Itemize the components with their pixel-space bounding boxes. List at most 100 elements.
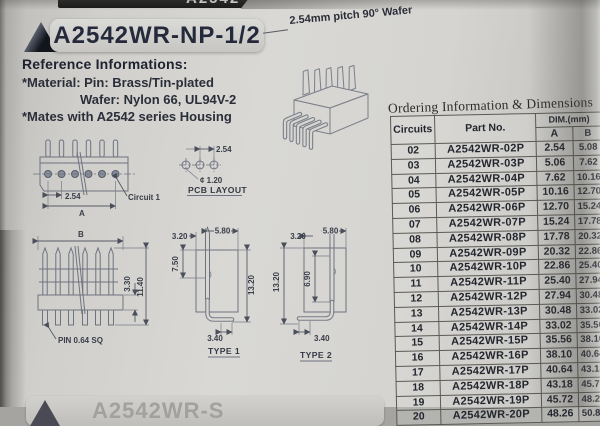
circuits-cell: 10 bbox=[393, 261, 438, 278]
type1-dim-320: 3.20 bbox=[172, 232, 188, 241]
dim-b-cell: 43.18 bbox=[577, 361, 600, 378]
wafer-top-view: 2.54 A Circuit 1 bbox=[33, 139, 161, 218]
circuits-cell: 15 bbox=[395, 335, 440, 352]
type2-dim-580: 5.80 bbox=[323, 227, 339, 236]
part-no-cell: A2542WR-19P bbox=[440, 392, 542, 410]
circuits-cell: 03 bbox=[391, 158, 436, 175]
dim-b-cell: 10.16 bbox=[573, 169, 600, 186]
dim-a-cell: 33.02 bbox=[539, 318, 578, 334]
part-no-cell: A2542WR-14P bbox=[438, 318, 541, 336]
circuits-cell: 16 bbox=[395, 350, 440, 367]
dim-a-cell: 35.56 bbox=[540, 332, 578, 349]
circuits-cell: 05 bbox=[392, 187, 437, 204]
dim-b-cell: 38.10 bbox=[577, 332, 600, 348]
part-no-cell: A2542WR-13P bbox=[438, 304, 540, 322]
dim-a-cell: 12.70 bbox=[537, 199, 575, 216]
circuits-cell: 11 bbox=[393, 276, 439, 293]
wafer-front-view: B 3.30 11.40 PIN 0.64 SQ bbox=[32, 230, 149, 345]
type2-dim-340: 3.40 bbox=[314, 334, 330, 343]
technical-drawings: 2.54 A Circuit 1 2.54 ¢ 1.20 PCB LAYOUT bbox=[32, 139, 347, 362]
dim-a-label: A bbox=[79, 209, 85, 218]
dim-a-cell: 10.16 bbox=[536, 185, 575, 201]
type1-dim-580: 5.80 bbox=[215, 227, 231, 236]
circuits-cell: 18 bbox=[396, 380, 441, 396]
dim-b-cell: 35.56 bbox=[576, 317, 600, 333]
circuits-cell: 02 bbox=[391, 143, 436, 160]
circuits-cell: 08 bbox=[392, 232, 438, 249]
type2-dim-690: 6.90 bbox=[303, 271, 312, 287]
part-no-cell: A2542WR-07P bbox=[436, 215, 538, 233]
dim-b-cell: 12.70 bbox=[573, 184, 600, 200]
dim-a-cell: 30.48 bbox=[539, 303, 577, 319]
dim-b-cell: 5.08 bbox=[573, 140, 600, 156]
part-title-banner: A2542WR-NP-1/2 bbox=[50, 19, 264, 52]
dim-a-cell: 15.24 bbox=[537, 214, 575, 231]
part-no-cell: A2542WR-17P bbox=[439, 363, 542, 381]
dim-a-cell: 40.64 bbox=[540, 362, 579, 379]
previous-section-title: A2542-S bbox=[186, 0, 248, 8]
title-leader-line bbox=[263, 29, 288, 35]
part-no-cell: A2542WR-06P bbox=[436, 200, 538, 218]
dim-b-cell: 50.80 bbox=[578, 406, 600, 422]
part-no-cell: A2542WR-18P bbox=[440, 378, 542, 396]
pcb-layout-view: 2.54 ¢ 1.20 PCB LAYOUT bbox=[179, 145, 247, 196]
dim-b-cell: 7.62 bbox=[573, 154, 600, 171]
circuits-cell: 09 bbox=[393, 247, 438, 263]
reference-line-wafer: Wafer: Nylon 66, UL94V-2 bbox=[80, 92, 237, 107]
part-no-cell: A2542WR-04P bbox=[435, 171, 537, 188]
reference-line-mates: *Mates with A2542 series Housing bbox=[22, 109, 232, 124]
pcb-hole-label: ¢ 1.20 bbox=[200, 176, 223, 185]
type1-dim-750: 7.50 bbox=[171, 256, 180, 272]
circuits-cell: 12 bbox=[394, 291, 439, 308]
dim-b-cell: 33.02 bbox=[576, 302, 600, 319]
circuits-cell: 19 bbox=[396, 395, 441, 411]
dim-b-cell: 30.48 bbox=[576, 287, 600, 304]
type1-view: 5.80 3.20 7.50 13.20 3.40 TYPE 1 bbox=[171, 226, 256, 358]
dim-b-cell: 17.78 bbox=[574, 214, 600, 230]
circuits-cell: 13 bbox=[394, 306, 439, 323]
dim-a-cell: 2.54 bbox=[536, 140, 574, 157]
type1-caption: TYPE 1 bbox=[208, 346, 240, 356]
col-dim-a: A bbox=[535, 126, 574, 142]
dim-b-cell: 22.86 bbox=[575, 243, 600, 260]
col-dim-b: B bbox=[572, 126, 600, 141]
type2-dim-320: 3.20 bbox=[290, 232, 306, 241]
dim-b-cell: 25.40 bbox=[575, 258, 600, 274]
part-no-cell: A2542WR-20P bbox=[440, 407, 542, 425]
part-no-cell: A2542WR-10P bbox=[437, 259, 539, 277]
dim-a-cell: 25.40 bbox=[538, 273, 577, 290]
circuits-cell: 20 bbox=[396, 409, 441, 426]
part-title: A2542WR-NP-1/2 bbox=[53, 21, 261, 49]
part-no-cell: A2542WR-09P bbox=[437, 245, 539, 262]
part-no-cell: A2542WR-08P bbox=[436, 230, 539, 248]
table-row: 20 A2542WR-20P 48.26 50.80 bbox=[396, 406, 600, 426]
dim-b-cell: 27.94 bbox=[575, 273, 600, 289]
previous-section-banner: A2542-S bbox=[58, 0, 248, 8]
circuit1-label: Circuit 1 bbox=[128, 193, 161, 202]
reference-line-material: *Material: Pin: Brass/Tin-plated bbox=[22, 75, 214, 90]
dim-a-cell: 20.32 bbox=[538, 244, 576, 260]
dim-b-cell: 20.32 bbox=[574, 228, 600, 245]
dim-b-cell: 40.64 bbox=[577, 347, 600, 363]
dim-b-label: B bbox=[78, 230, 84, 239]
dim-a-cell: 17.78 bbox=[537, 229, 576, 246]
ordering-table: Circuits Part No. DIM.(mm) A B 02 A2542W… bbox=[390, 111, 600, 426]
dim-a-cell: 45.72 bbox=[541, 392, 579, 408]
dim-a-cell: 7.62 bbox=[536, 170, 574, 186]
type2-view: 5.80 3.20 13.20 6.90 3.40 TYPE 2 bbox=[272, 226, 347, 362]
part-no-cell: A2542WR-11P bbox=[437, 274, 540, 292]
pcb-pitch-label: 2.54 bbox=[216, 145, 232, 154]
dim-a-cell: 27.94 bbox=[539, 288, 577, 305]
circuits-cell: 17 bbox=[395, 365, 441, 382]
dim-a-cell: 22.86 bbox=[538, 259, 576, 275]
dim-330-label: 3.30 bbox=[123, 276, 132, 292]
part-no-cell: A2542WR-12P bbox=[438, 289, 540, 307]
ordering-table-body: 02 A2542WR-02P 2.54 5.08 03 A2542WR-03P … bbox=[391, 140, 600, 426]
dim-b-cell: 15.24 bbox=[574, 199, 600, 215]
col-circuits: Circuits bbox=[390, 115, 436, 145]
circuits-cell: 14 bbox=[394, 321, 440, 337]
dim-b-cell: 45.72 bbox=[578, 376, 600, 393]
col-dim-mm: DIM.(mm) bbox=[535, 112, 600, 128]
